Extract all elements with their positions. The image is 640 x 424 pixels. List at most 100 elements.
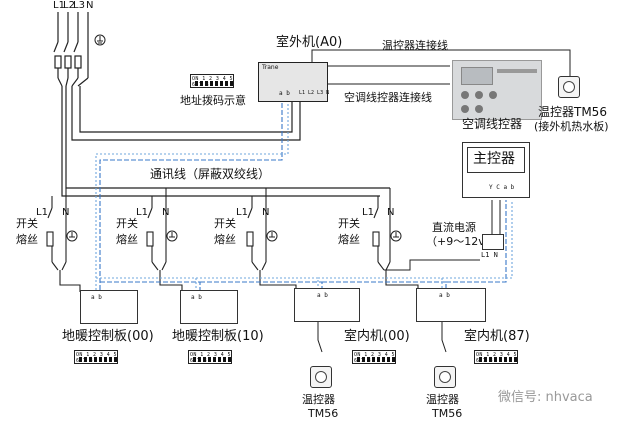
thermostat-link-label: 温控器连接线	[382, 39, 448, 52]
dip-toggle	[228, 357, 231, 362]
thermostat-tm56-model-1: TM56	[308, 407, 339, 420]
floor-heating-board-10: a b	[180, 290, 238, 324]
dip-switch-example: ON 1 2 3 4 5 6 7 8	[190, 74, 234, 88]
dip-toggle	[230, 81, 233, 86]
dip-toggle	[84, 357, 87, 362]
dc-power-terminals: L1 N	[481, 251, 498, 259]
dip-toggle	[79, 357, 82, 362]
main-controller-terminals: Y C a b	[489, 184, 515, 191]
dc-power-block	[482, 234, 504, 250]
dip-toggle	[218, 357, 221, 362]
dip-toggle	[223, 357, 226, 362]
phase-label-N: N	[86, 0, 94, 11]
dip-toggle	[94, 357, 97, 362]
dip-switch-floor-10: ON 1 2 3 4 5 6 7 8	[188, 350, 232, 364]
outdoor-terminals-power: L1 L2 L3 N	[299, 90, 330, 96]
dip-toggle	[494, 357, 497, 362]
wired-controller-panel	[452, 60, 542, 120]
outdoor-unit-title: 室外机(A0)	[276, 35, 343, 50]
branch3-L1: L1	[236, 207, 248, 218]
branch3-fuse: 熔丝	[214, 233, 236, 246]
wired-controller-label: 空调线控器	[462, 117, 523, 131]
thermostat-tm56-icon-1	[310, 366, 332, 388]
terminal-ab: a b	[91, 294, 102, 301]
dip-toggle	[509, 357, 512, 362]
branch3-switch: 开关	[214, 217, 236, 230]
power-feeder	[53, 12, 89, 87]
dip-toggle	[193, 357, 196, 362]
branch2-switch: 开关	[116, 217, 138, 230]
branch1-fuse: 熔丝	[16, 233, 38, 246]
dip-toggle	[215, 81, 218, 86]
dip-toggle	[89, 357, 92, 362]
dip-toggle	[225, 81, 228, 86]
dip-switch-floor-00: ON 1 2 3 4 5 6 7 8	[74, 350, 118, 364]
main-controller-box: 主控器 Y C a b	[462, 142, 530, 198]
thermostat-tm56-icon-2	[434, 366, 456, 388]
dip-toggle	[198, 357, 201, 362]
phase-label-L2: L2	[63, 0, 75, 11]
terminal-ab: a b	[317, 292, 328, 299]
dip-toggle	[392, 357, 395, 362]
dip-toggle	[210, 81, 213, 86]
thermostat-tm56-model-2: TM56	[432, 407, 463, 420]
dip-toggle	[203, 357, 206, 362]
branches	[46, 188, 391, 271]
unit-label-indoor-87: 室内机(87)	[464, 329, 530, 344]
dip-toggle	[382, 357, 385, 362]
dip-toggle	[220, 81, 223, 86]
thermostat-outdoor-label: 温控器TM56	[538, 105, 607, 119]
dip-toggle	[367, 357, 370, 362]
comm-line-light	[95, 96, 513, 296]
terminal-ab: a b	[439, 292, 450, 299]
dip-address-caption: 地址拨码示意	[180, 94, 246, 107]
phase-label-L1: L1	[53, 0, 65, 11]
dc-power-voltage: （+9～12v）	[426, 235, 496, 248]
branch1-switch: 开关	[16, 217, 38, 230]
dip-toggle	[200, 81, 203, 86]
dip-toggle	[504, 357, 507, 362]
branch1-L1: L1	[36, 207, 48, 218]
branch2-L1: L1	[136, 207, 148, 218]
dip-toggle	[104, 357, 107, 362]
dip-toggle	[499, 357, 502, 362]
indoor-unit-00: a b	[294, 288, 360, 322]
dip-toggle	[377, 357, 380, 362]
dip-toggle	[99, 357, 102, 362]
unit-label-indoor-00: 室内机(00)	[344, 329, 410, 344]
dip-toggle	[205, 81, 208, 86]
dip-toggle	[489, 357, 492, 362]
branch4-fuse: 熔丝	[338, 233, 360, 246]
thermostat-tm56-label-1: 温控器	[302, 393, 335, 406]
dip-toggle	[114, 357, 117, 362]
dip-toggle	[479, 357, 482, 362]
wired-controller-link-label: 空调线控器连接线	[344, 91, 432, 104]
comm-line-label: 通讯线（屏蔽双绞线）	[150, 167, 271, 181]
branch1-N: N	[62, 207, 70, 218]
indoor-unit-87: a b	[416, 288, 486, 322]
terminal-ab: a b	[191, 294, 202, 301]
dip-toggle	[195, 81, 198, 86]
branch3-N: N	[262, 207, 270, 218]
branch2-fuse: 熔丝	[116, 233, 138, 246]
outdoor-unit-box: Trane a b L1 L2 L3 N	[258, 62, 330, 102]
comm-line-blue	[99, 96, 507, 296]
dip-toggle	[357, 357, 360, 362]
dip-toggle	[372, 357, 375, 362]
floor-heating-board-00: a b	[80, 290, 138, 324]
thermostat-outdoor-icon	[558, 76, 580, 98]
dip-switch-indoor-87: ON 1 2 3 4 5 6 7 8	[474, 350, 518, 364]
branch4-N: N	[387, 207, 395, 218]
dip-toggle	[514, 357, 517, 362]
branch4-switch: 开关	[338, 217, 360, 230]
thermostat-tm56-label-2: 温控器	[426, 393, 459, 406]
wechat-watermark: 微信号: nhvaca	[498, 390, 593, 405]
branch2-N: N	[162, 207, 170, 218]
dip-toggle	[484, 357, 487, 362]
phase-label-L3: L3	[73, 0, 85, 11]
dc-power-label: 直流电源	[432, 221, 476, 234]
dip-toggle	[109, 357, 112, 362]
thermostat-outdoor-note: (接外机热水板)	[534, 120, 609, 133]
